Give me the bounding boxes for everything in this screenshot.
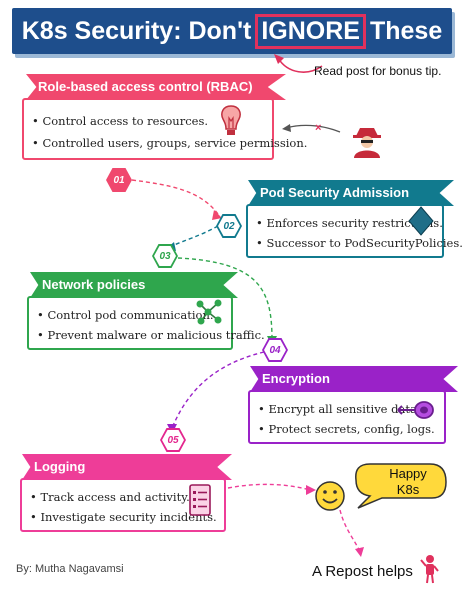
connector-01-02: [131, 179, 219, 215]
section-encryption-label: Encryption: [262, 371, 330, 386]
speech-bubble: [355, 463, 447, 509]
section-network-header: Network policies: [30, 272, 238, 298]
lightbulb-icon: [221, 105, 241, 135]
logging-item-1: • Track access and activity.: [30, 490, 190, 504]
connector-smiley-repost: [339, 509, 361, 553]
section-rbac-header: Role-based access control (RBAC): [26, 74, 286, 100]
step-03-label: 03: [154, 246, 176, 266]
rbac-item-2: • Controlled users, groups, service perm…: [32, 136, 308, 150]
checklist-icon: [189, 484, 211, 516]
bubble-line-1: Happy: [389, 466, 427, 481]
svg-text:×: ×: [315, 122, 321, 134]
encryption-item-1: • Encrypt all sensitive data.: [258, 402, 421, 416]
diamond-icon: [408, 206, 434, 236]
curved-arrow-icon: [274, 54, 323, 73]
section-rbac-label: Role-based access control (RBAC): [38, 79, 253, 94]
section-encryption-box: • Encrypt all sensitive data. • Protect …: [248, 390, 446, 444]
logging-item-2: • Investigate security incidents.: [30, 510, 217, 524]
section-logging-label: Logging: [34, 459, 86, 474]
network-item-1: • Control pod communication.: [37, 308, 214, 322]
bonus-tip-note: Read post for bonus tip.: [314, 64, 442, 78]
key-icon: [397, 401, 434, 419]
smiley-icon: [315, 481, 345, 511]
connector-logging-smiley: [227, 483, 311, 491]
section-psa-label: Pod Security Admission: [260, 185, 410, 200]
section-network-label: Network policies: [42, 277, 146, 292]
title-highlight: IGNORE: [255, 13, 366, 49]
author-credit: By: Mutha Nagavamsi: [16, 563, 124, 575]
person-icon: [420, 555, 439, 584]
bubble-line-2: K8s: [396, 482, 420, 497]
connector-04-05: [171, 351, 265, 429]
network-item-2: • Prevent malware or malicious traffic.: [37, 328, 265, 342]
connector-03-04: [177, 257, 273, 341]
connector-02-03: [171, 225, 219, 247]
repost-text: A Repost helps: [312, 563, 413, 580]
step-01-badge: 01: [106, 168, 132, 192]
title-part1: K8s Security: Don't: [21, 16, 252, 45]
psa-item-1: • Enforces security restrictions.: [256, 216, 443, 230]
step-05-label: 05: [162, 430, 184, 450]
psa-item-2: • Successor to PodSecurityPolicies.: [256, 236, 463, 250]
speech-bubble-text: Happy K8s: [370, 466, 446, 498]
step-04-label: 04: [264, 340, 286, 360]
step-04-badge: 04: [262, 338, 288, 362]
rbac-item-1: • Control access to resources.: [32, 114, 208, 128]
title-part2: These: [369, 16, 443, 45]
section-psa-header: Pod Security Admission: [248, 180, 454, 206]
section-psa-box: • Enforces security restrictions. • Succ…: [246, 204, 463, 258]
section-encryption-header: Encryption: [250, 366, 458, 392]
section-logging-header: Logging: [22, 454, 232, 480]
hacker-icon: [353, 128, 381, 158]
page-title: K8s Security: Don't IGNORE These: [12, 8, 452, 54]
step-02-label: 02: [218, 216, 240, 236]
encryption-item-2: • Protect secrets, config, logs.: [258, 422, 435, 436]
network-icon: [196, 299, 222, 325]
